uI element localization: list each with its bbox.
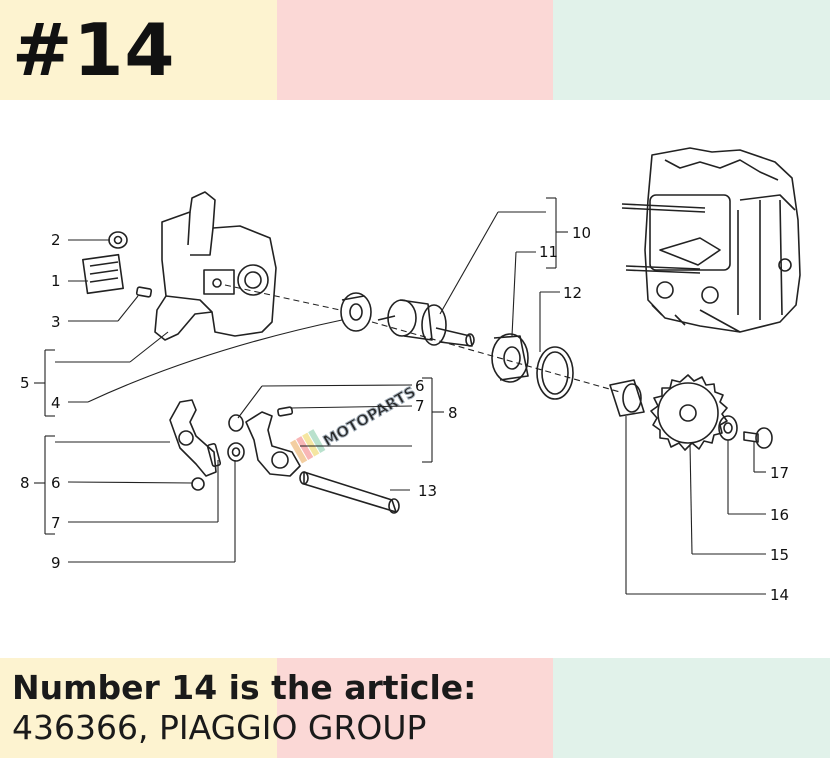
callout-5: 5 xyxy=(20,374,30,392)
callout-6-left: 6 xyxy=(51,474,61,492)
callout-17: 17 xyxy=(770,464,789,482)
watermark-logo: MOTOPARTS xyxy=(290,382,419,464)
callout-15: 15 xyxy=(770,546,789,564)
band-segment-yellow xyxy=(0,658,277,758)
part-12-drawing xyxy=(536,346,574,400)
part-15-drawing xyxy=(650,374,728,451)
rocker-arm-left-drawing xyxy=(169,399,222,477)
callout-4: 4 xyxy=(51,394,61,412)
callout-1: 1 xyxy=(51,272,61,290)
part-2-drawing xyxy=(108,231,128,249)
part-10-drawing xyxy=(377,299,475,347)
callout-3: 3 xyxy=(51,313,61,331)
band-segment-mint xyxy=(553,658,830,758)
part-4-drawing xyxy=(340,292,372,332)
part-13-drawing xyxy=(299,471,400,514)
callout-6-right: 6 xyxy=(415,377,425,395)
callout-8-left: 8 xyxy=(20,474,30,492)
callout-10: 10 xyxy=(572,224,591,242)
watermark-text: MOTOPARTS xyxy=(320,383,419,450)
callout-13: 13 xyxy=(418,482,437,500)
callout-9: 9 xyxy=(51,554,61,572)
callout-16: 16 xyxy=(770,506,789,524)
article-number: 436366, PIAGGIO GROUP xyxy=(12,708,427,747)
page-title: #14 xyxy=(12,8,176,92)
callout-11: 11 xyxy=(539,243,558,261)
part-1-drawing xyxy=(82,253,124,295)
callout-7-right: 7 xyxy=(415,397,425,415)
footer-band xyxy=(0,658,830,758)
callout-8-right: 8 xyxy=(448,404,458,422)
rocker-support-drawing xyxy=(154,191,277,341)
part-17-drawing xyxy=(743,427,773,449)
part-3-drawing xyxy=(135,286,153,298)
article-headline: Number 14 is the article: xyxy=(12,668,477,707)
callout-14: 14 xyxy=(770,586,789,604)
part-14-drawing xyxy=(609,379,645,417)
callout-12: 12 xyxy=(563,284,582,302)
band-segment-pink xyxy=(277,658,553,758)
exploded-parts-diagram: MOTOPARTS 2 1 3 5 4 8 6 7 xyxy=(20,147,801,604)
header-band xyxy=(0,0,830,100)
band-segment-mint xyxy=(553,0,830,100)
part-11-drawing xyxy=(491,333,529,383)
small-rollers-drawing xyxy=(191,406,294,491)
band-segment-yellow xyxy=(0,0,277,100)
callout-7-left: 7 xyxy=(51,514,61,532)
rocker-arm-right-drawing xyxy=(245,411,301,477)
callout-2: 2 xyxy=(51,231,61,249)
band-segment-pink xyxy=(277,0,553,100)
part-16-drawing xyxy=(718,415,738,441)
cylinder-head-drawing xyxy=(621,147,801,333)
